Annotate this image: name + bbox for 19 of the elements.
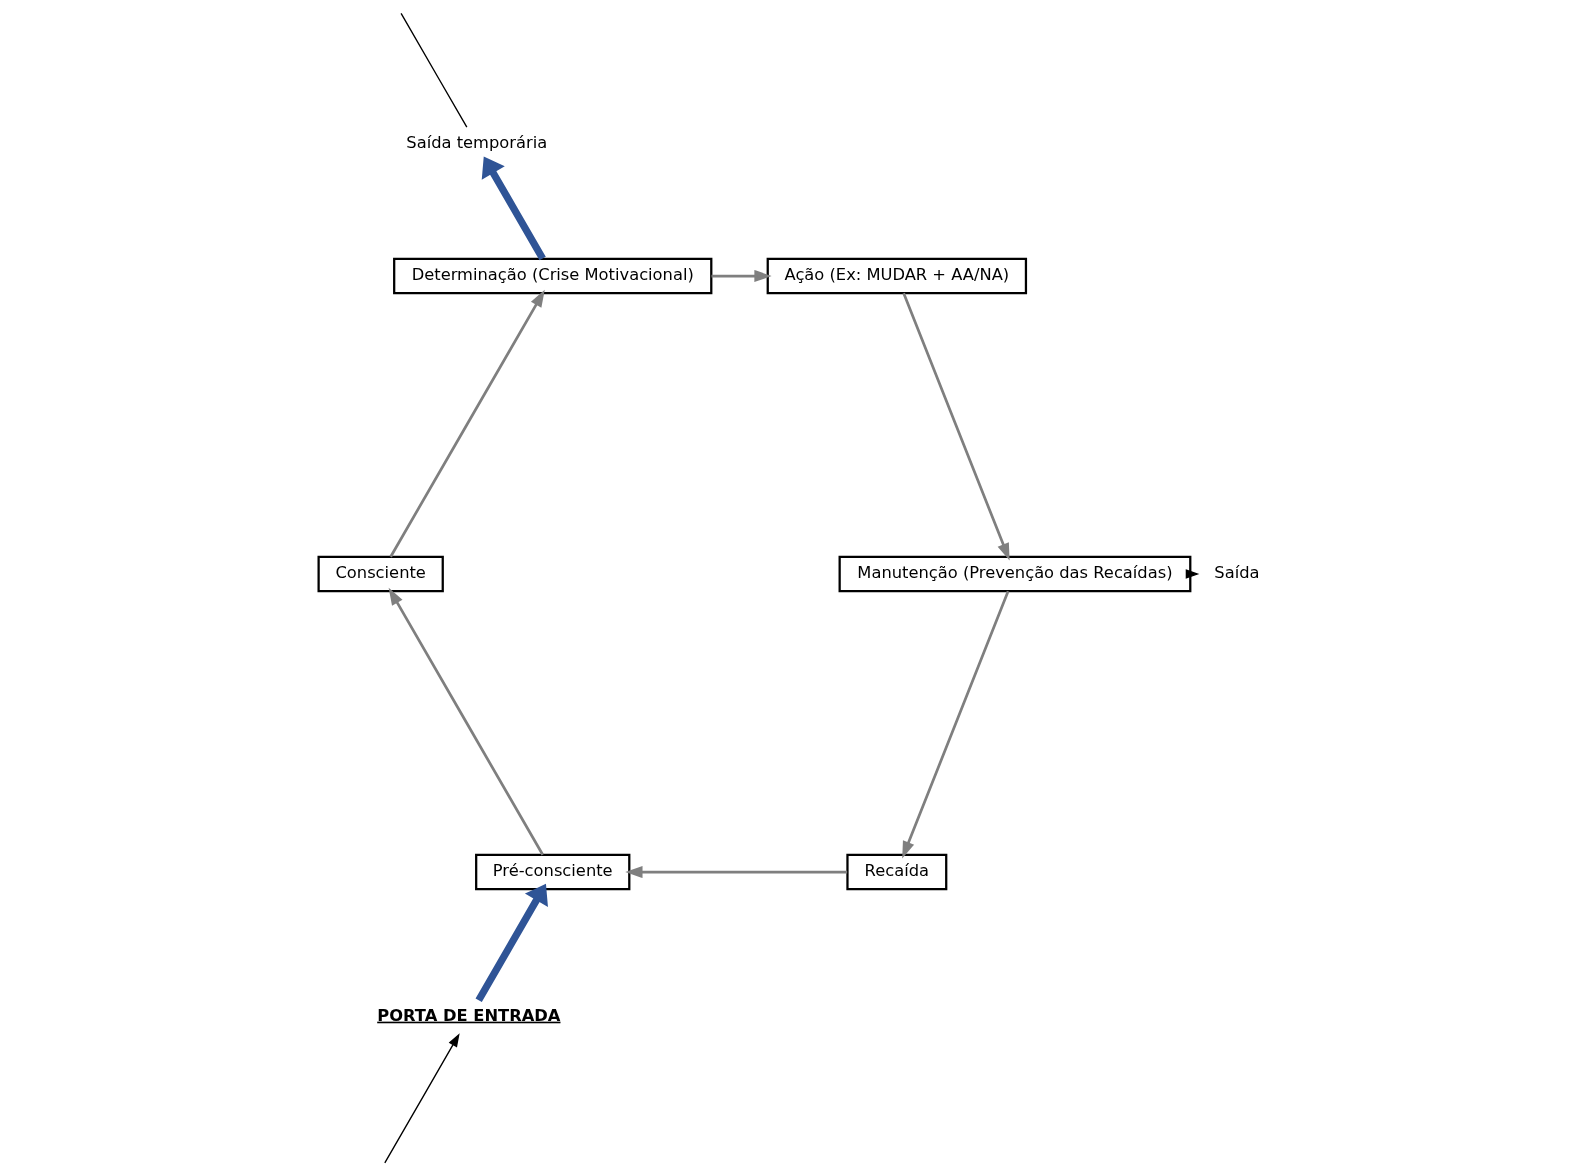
node-text: PORTA DE ENTRADA: [376, 1005, 560, 1025]
arrow: [1185, 569, 1199, 579]
arrow: [388, 587, 544, 856]
arrow: [710, 269, 772, 283]
arrow: [901, 590, 1009, 859]
node-box: Recaída: [845, 853, 947, 891]
arrow: [901, 292, 1010, 561]
node-box: Determinação (Crise Motivacional): [392, 257, 712, 295]
connector: [399, 12, 467, 128]
node-text: Saída: [1213, 563, 1260, 583]
node-text: Saída temporária: [405, 133, 547, 153]
arrow: [383, 1033, 460, 1164]
node-box: Ação (Ex: MUDAR + AA/NA): [766, 257, 1027, 295]
arrow: [481, 156, 546, 261]
node-box: Pré-consciente: [474, 853, 630, 891]
arrow: [389, 289, 545, 558]
arrow: [624, 866, 847, 879]
node-box: Consciente: [317, 555, 444, 593]
arrow: [475, 883, 548, 1003]
